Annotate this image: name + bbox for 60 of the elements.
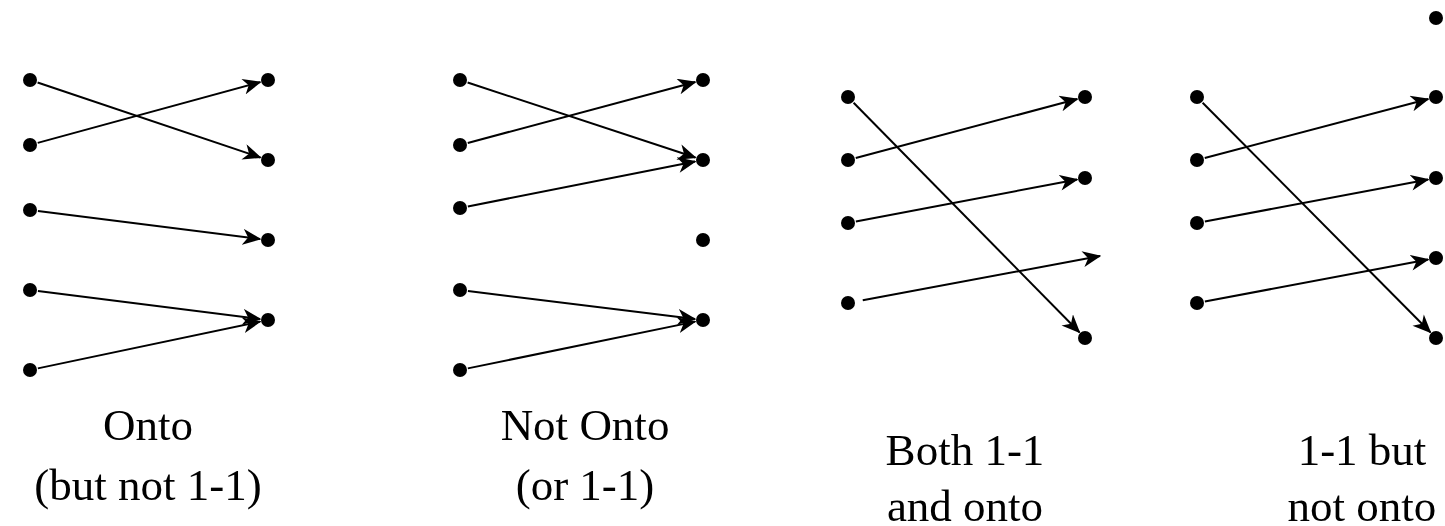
point-dot — [1429, 11, 1443, 25]
caption: not onto — [1287, 484, 1437, 526]
point-dot — [23, 363, 37, 377]
point-dot — [696, 153, 710, 167]
arrow — [466, 78, 697, 144]
point-dot — [1078, 90, 1092, 104]
arrow — [36, 317, 262, 370]
arrow — [466, 317, 697, 370]
point-dot — [1190, 90, 1204, 104]
point-dot — [1429, 251, 1443, 265]
arrow — [861, 251, 1102, 302]
point-dot — [1190, 153, 1204, 167]
caption: Not Onto — [500, 403, 670, 448]
point-dot — [1429, 90, 1443, 104]
point-dot — [261, 153, 275, 167]
point-dot — [261, 73, 275, 87]
point-dot — [453, 73, 467, 87]
point-dot — [23, 283, 37, 297]
caption: and onto — [886, 484, 1044, 526]
point-dot — [23, 138, 37, 152]
point-dot — [453, 138, 467, 152]
caption: 1-1 but — [1297, 428, 1427, 473]
arrow — [36, 210, 262, 245]
point-dot — [1190, 296, 1204, 310]
arrow — [466, 81, 697, 160]
point-dot — [841, 153, 855, 167]
point-dot — [1429, 171, 1443, 185]
point-dot — [841, 216, 855, 230]
arrow — [854, 174, 1079, 223]
point-dot — [1078, 171, 1092, 185]
point-dot — [696, 233, 710, 247]
point-dot — [696, 73, 710, 87]
arrow — [1203, 95, 1430, 159]
point-dot — [453, 201, 467, 215]
point-dot — [453, 283, 467, 297]
arrow — [466, 157, 697, 208]
arrow — [466, 290, 697, 325]
point-dot — [696, 313, 710, 327]
point-dot — [841, 90, 855, 104]
point-dot — [1190, 216, 1204, 230]
arrow — [36, 81, 262, 160]
point-dot — [261, 313, 275, 327]
caption: (or 1-1) — [515, 463, 655, 508]
point-dot — [1078, 331, 1092, 345]
arrow — [1203, 174, 1430, 223]
caption: Both 1-1 — [885, 428, 1045, 473]
arrow — [36, 78, 262, 144]
point-dot — [453, 363, 467, 377]
point-dot — [1429, 331, 1443, 345]
caption: Onto — [103, 403, 193, 448]
arrow — [852, 101, 1081, 334]
point-dot — [261, 233, 275, 247]
point-dot — [23, 73, 37, 87]
arrow — [1203, 254, 1430, 303]
caption: (but not 1-1) — [34, 463, 262, 508]
point-dot — [23, 203, 37, 217]
point-dot — [841, 296, 855, 310]
arrow — [1201, 101, 1432, 334]
arrow — [36, 290, 262, 325]
arrow — [854, 95, 1079, 159]
